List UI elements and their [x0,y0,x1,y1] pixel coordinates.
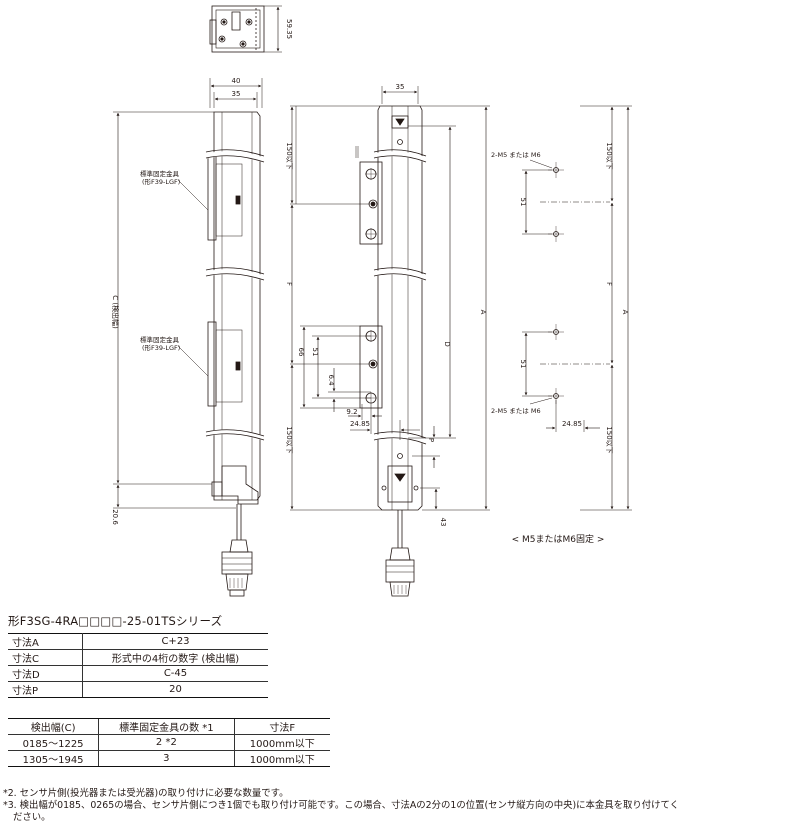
bracket-label-2: 標準固定金具 [140,335,180,344]
dim-value: 形式中の4桁の数字 (検出幅) [82,649,268,666]
dim-6-4: 6.4 [327,374,335,386]
table-cell: 1000mm以下 [233,734,330,751]
column-header: 標準固定金具の数 *1 [98,718,235,735]
dim-40: 40 [232,77,241,85]
dim-20-6: 20.6 [111,509,119,525]
dim-24-85-mid: 24.85 [350,420,370,428]
dim-d: D [443,341,451,346]
dim-24-85-right: 24.85 [562,420,582,428]
dim-key: 寸法D [8,665,83,682]
side-view [113,78,265,540]
dim-p: P [427,438,435,442]
bracket-label-1: 標準固定金具 [140,169,180,178]
dim-9-2: 9.2 [346,408,357,416]
technical-drawing: 59.35 40 35 標準固定金具 (形F39-LGF) 標準固定金具 (形F… [111,5,632,597]
dim-35-side: 35 [232,90,241,98]
dim-51-mid: 51 [311,348,319,357]
table-cell: 2 *2 [98,734,235,751]
table-cell: 1000mm以下 [233,750,330,767]
detection-range-table: 検出幅(C) 標準固定金具の数 *1 寸法F 0185～1225 2 *2 10… [8,718,330,767]
dim-value: C-45 [82,665,268,682]
hole-label-bottom: 2-M5 または M6 [491,407,541,415]
dim-59-35: 59.35 [285,19,293,39]
dimension-table: 寸法A C+23 寸法C 形式中の4桁の数字 (検出幅) 寸法D C-45 寸法… [8,633,268,698]
series-title: 形F3SG-4RA□□□□-25-01TSシリーズ [8,614,223,628]
table-row: 寸法A C+23 [8,633,268,650]
table-row: 1305～1945 3 1000mm以下 [8,750,330,767]
footnote: *2. センサ片側(投光器または受光器)の取り付けに必要な数量です。 [3,788,289,799]
footnotes: *2. センサ片側(投光器または受光器)の取り付けに必要な数量です。 *3. 検… [3,788,789,824]
dim-a-right: A [621,310,629,315]
mounting-hole-pattern [522,105,632,511]
front-view [290,86,490,548]
top-view [209,5,282,53]
table-cell: 1305～1945 [8,750,99,767]
table-cell: 3 [98,750,235,767]
bracket-model-2: (形F39-LGF) [142,344,180,352]
dim-value: 20 [82,681,268,698]
dim-value: C+23 [82,633,268,650]
footnote: *3. 検出幅が0185、0265の場合、センサ片側につき1個でも取り付け可能で… [3,800,679,811]
dim-51-bottom: 51 [519,360,527,369]
column-header: 検出幅(C) [8,718,99,735]
front-connector [385,547,415,597]
dim-43: 43 [439,518,447,527]
dim-150-top: 150以下 [285,142,293,169]
dim-f-left: F [285,282,293,286]
table-row: 0185～1225 2 *2 1000mm以下 [8,734,330,751]
dim-key: 寸法A [8,633,83,650]
table-cell: 0185～1225 [8,734,99,751]
dim-a-mid: A [479,310,487,315]
dim-150-bottom: 150以下 [285,426,293,453]
table-row: 寸法D C-45 [8,665,268,682]
dim-35-front: 35 [396,83,405,91]
column-header: 寸法F [233,718,330,735]
dim-c-detect: C (検出幅) [111,295,120,329]
dim-key: 寸法P [8,681,83,698]
table-row: 寸法P 20 [8,681,268,698]
hole-label-top: 2-M5 または M6 [491,151,541,159]
table-header-row: 検出幅(C) 標準固定金具の数 *1 寸法F [8,718,330,735]
fix-caption: < M5またはM6固定 > [512,533,605,545]
side-connector [221,539,253,597]
dim-150-right-top: 150以下 [605,142,613,169]
dim-f-right: F [605,282,613,286]
dimension-labels: 59.35 40 35 標準固定金具 (形F39-LGF) 標準固定金具 (形F… [111,19,629,545]
dim-150-right-bottom: 150以下 [605,426,613,453]
table-row: 寸法C 形式中の4桁の数字 (検出幅) [8,649,268,666]
dim-51-top: 51 [519,198,527,207]
bracket-model-1: (形F39-LGF) [142,178,180,186]
footnote-continuation: ださい。 [13,812,51,823]
dim-key: 寸法C [8,649,83,666]
dim-66: 66 [297,348,305,357]
